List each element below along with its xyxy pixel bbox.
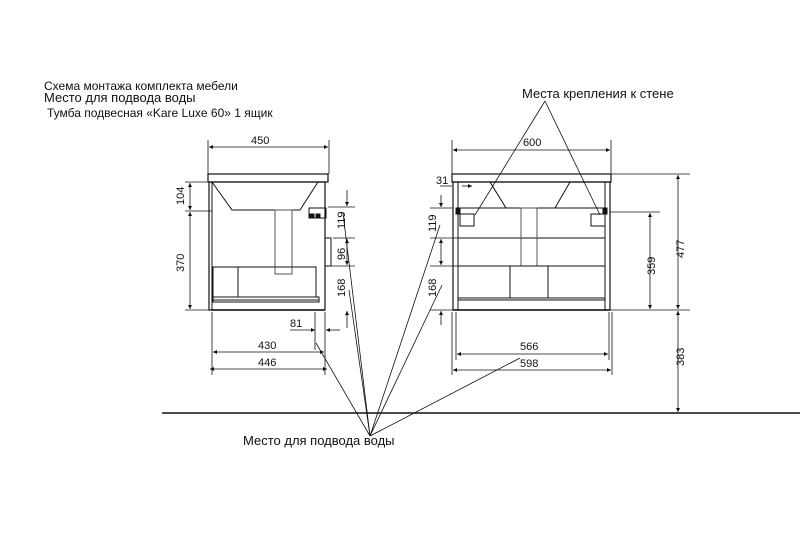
dim-side-168: 168 [336,279,348,297]
front-view [451,173,612,311]
dim-front-width: 600 [523,137,541,149]
dim-front-359: 359 [646,257,658,275]
dim-front-477: 477 [675,240,687,258]
dim-front-31: 31 [436,175,448,187]
dim-side-119: 119 [336,211,348,229]
wall-mount-label: Места крепления к стене [522,86,674,101]
dim-side-81: 81 [290,318,302,330]
dim-front-383: 383 [675,348,687,366]
dim-side-104: 104 [175,187,187,205]
side-view [207,173,332,311]
dim-side-370: 370 [175,254,187,272]
wall-mount-leaders [474,100,601,216]
diagram-subtitle: Место для подвода воды [44,90,196,105]
dim-side-width: 450 [251,135,269,147]
diagram-title: Схема монтажа комплекта мебели [44,79,238,93]
product-name: Тумба подвесная «Kare Luxe 60» 1 ящик [47,106,273,120]
dim-front-119: 119 [427,214,439,232]
dim-front-566: 566 [520,341,538,353]
water-supply-leaders [315,212,521,437]
dim-front-168: 168 [427,279,439,297]
dim-side-446: 446 [258,357,276,369]
dim-side-96: 96 [336,248,348,260]
water-supply-label: Место для подвода воды [243,433,395,448]
dim-side-430: 430 [258,340,276,352]
dim-front-598: 598 [520,358,538,370]
